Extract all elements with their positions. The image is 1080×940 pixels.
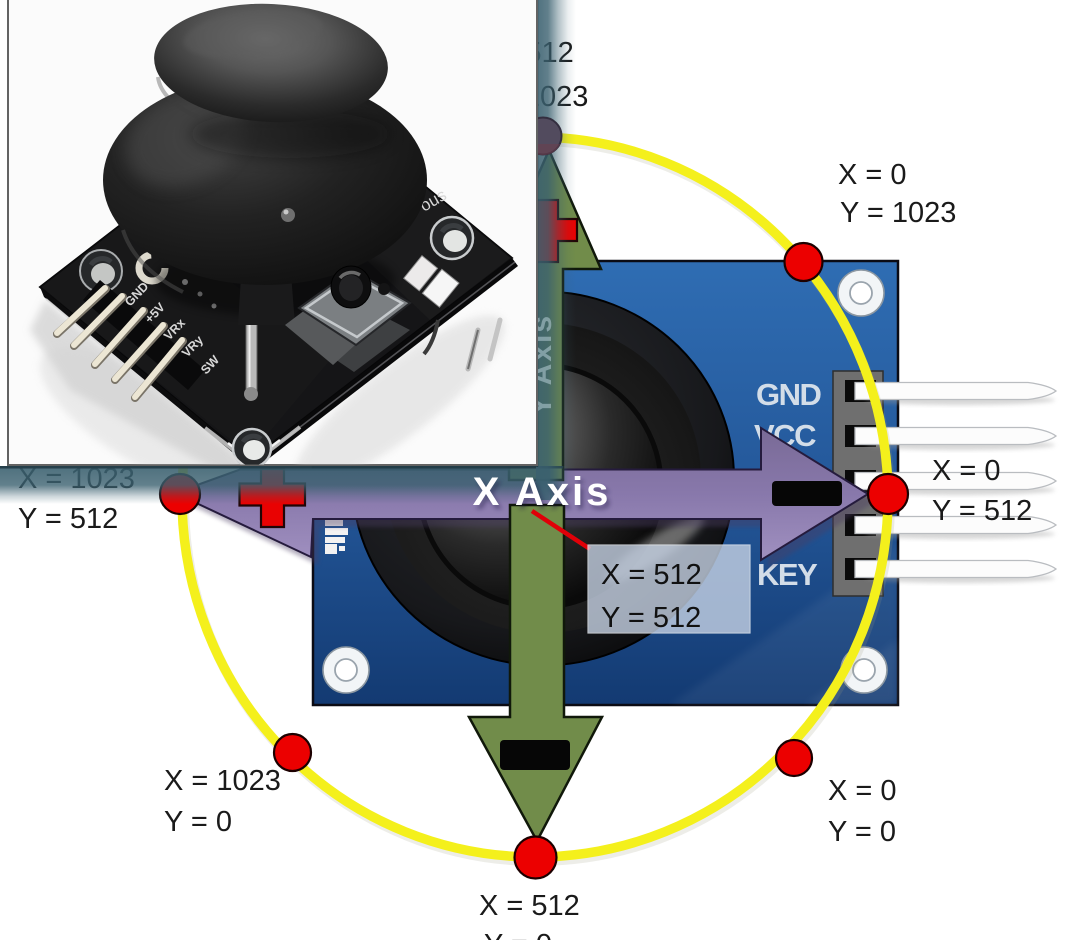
svg-text:X Axis: X Axis bbox=[476, 474, 615, 518]
svg-text:X = 512: X = 512 bbox=[601, 559, 702, 591]
svg-text:X = 0: X = 0 bbox=[828, 775, 897, 807]
svg-text:Y = 512: Y = 512 bbox=[18, 503, 118, 535]
svg-text:X Axis: X Axis bbox=[473, 470, 612, 514]
svg-text:X = 0: X = 0 bbox=[838, 159, 907, 191]
svg-text:Y = 0: Y = 0 bbox=[828, 816, 896, 848]
svg-text:Y = 1023: Y = 1023 bbox=[840, 197, 956, 229]
svg-text:Y = 0: Y = 0 bbox=[164, 806, 232, 838]
svg-text:GND: GND bbox=[756, 377, 822, 412]
svg-text:X = 512: X = 512 bbox=[479, 890, 580, 922]
svg-text:Y = 512: Y = 512 bbox=[601, 602, 701, 634]
svg-text:X = 0: X = 0 bbox=[932, 455, 1001, 487]
svg-text:Y = 0: Y = 0 bbox=[484, 929, 552, 940]
svg-text:KEY: KEY bbox=[757, 557, 818, 592]
svg-text:Y = 512: Y = 512 bbox=[932, 495, 1032, 527]
svg-text:X = 1023: X = 1023 bbox=[164, 765, 281, 797]
